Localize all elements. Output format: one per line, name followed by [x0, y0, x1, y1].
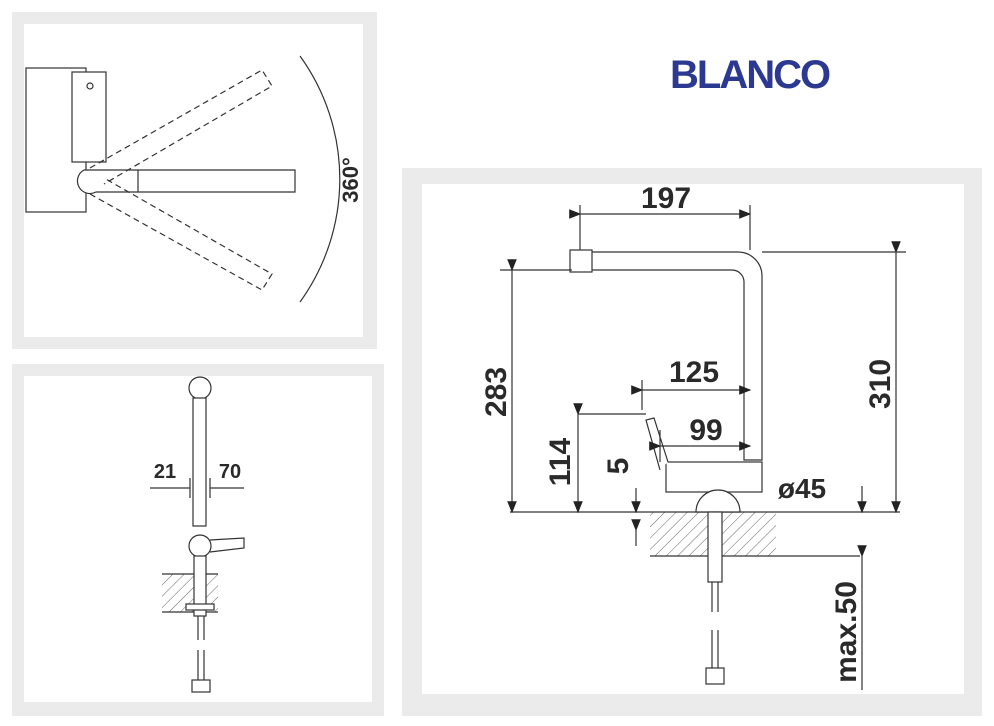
side-view-drawing [150, 376, 245, 693]
dim-height-outlet: 283 [480, 367, 513, 417]
dim-handle-reach: 125 [669, 356, 719, 389]
blanco-logo: BLANCO [670, 53, 831, 97]
dim-height-total: 310 [864, 359, 897, 409]
side-dim-right: 70 [219, 461, 241, 483]
dim-counter-thickness: max.50 [830, 581, 863, 683]
top-view-drawing [25, 55, 341, 303]
side-dim-left: 21 [154, 461, 176, 483]
dim-handle-height: 114 [544, 437, 577, 486]
rotation-label: 360° [338, 157, 363, 203]
dim-spout-reach: 197 [641, 182, 691, 215]
dim-base-thickness: 5 [602, 458, 635, 475]
dim-base-diameter: ø45 [778, 473, 826, 504]
dim-handle-offset: 99 [689, 414, 722, 447]
main-view-drawing [500, 205, 906, 690]
